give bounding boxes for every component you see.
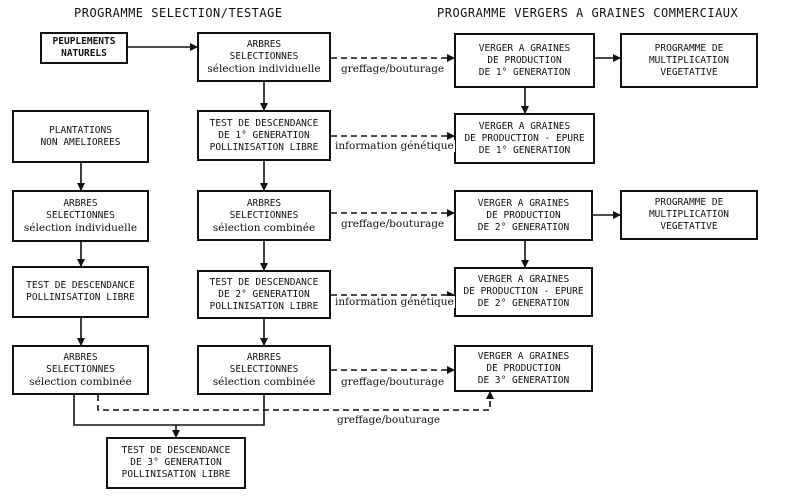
box-verger-3: VERGER A GRAINES DE PRODUCTION DE 3° GEN… bbox=[454, 345, 593, 392]
label-information-1: information génétique bbox=[334, 140, 455, 152]
box-line: NON AMELIOREES bbox=[40, 136, 121, 148]
box-line: ARBRES bbox=[63, 198, 98, 209]
label-greffage-2: greffage/bouturage bbox=[340, 218, 446, 230]
box-verger-1: VERGER A GRAINES DE PRODUCTION DE 1° GEN… bbox=[454, 33, 595, 88]
box-line: sélection combinée bbox=[212, 376, 316, 388]
box-test-descendance-3: TEST DE DESCENDANCE DE 3° GENERATION POL… bbox=[106, 437, 246, 489]
box-line: DE 2° GENERATION bbox=[477, 298, 570, 309]
box-line: VERGER A GRAINES bbox=[478, 120, 571, 132]
box-multiplication-1: PROGRAMME DE MULTIPLICATION VEGETATIVE bbox=[620, 33, 758, 88]
box-line: SELECTIONNES bbox=[229, 209, 299, 221]
box-line: ARBRES bbox=[63, 352, 98, 363]
box-line: SELECTIONNES bbox=[229, 364, 299, 375]
title-selection-testage: PROGRAMME SELECTION/TESTAGE bbox=[74, 6, 283, 20]
box-line: DE PRODUCTION bbox=[487, 54, 562, 66]
box-test-left: TEST DE DESCENDANCE POLLINISATION LIBRE bbox=[12, 266, 149, 318]
box-plantations: PLANTATIONS NON AMELIOREES bbox=[12, 110, 149, 163]
box-test-descendance-1: TEST DE DESCENDANCE DE 1° GENERATION POL… bbox=[197, 110, 331, 161]
box-line: SELECTIONNES bbox=[229, 51, 299, 62]
box-line: DE PRODUCTION - EPURE bbox=[464, 132, 585, 144]
label-greffage-4: greffage/bouturage bbox=[336, 414, 442, 426]
box-peuplements-naturels: PEUPLEMENTS NATURELS bbox=[40, 32, 128, 64]
box-line: VERGER A GRAINES bbox=[477, 274, 570, 285]
box-line: SELECTIONNES bbox=[46, 210, 115, 221]
box-line: DE 2° GENERATION bbox=[477, 221, 570, 233]
box-line: VERGER A GRAINES bbox=[477, 197, 570, 209]
box-verger-2: VERGER A GRAINES DE PRODUCTION DE 2° GEN… bbox=[454, 190, 593, 241]
box-line: MULTIPLICATION bbox=[648, 54, 730, 66]
box-line: ARBRES bbox=[246, 39, 282, 50]
box-line: DE PRODUCTION bbox=[486, 362, 561, 374]
box-line: DE 2° GENERATION bbox=[218, 288, 310, 300]
label-greffage-3: greffage/bouturage bbox=[340, 376, 446, 388]
box-line: NATURELS bbox=[61, 48, 107, 59]
box-line: TEST DE DESCENDANCE bbox=[121, 445, 231, 456]
box-line: PROGRAMME DE bbox=[654, 197, 724, 208]
box-line: TEST DE DESCENDANCE bbox=[26, 280, 135, 291]
box-line: POLLINISATION LIBRE bbox=[209, 141, 319, 153]
box-line: sélection combinée bbox=[212, 221, 316, 234]
box-line: VERGER A GRAINES bbox=[477, 350, 570, 362]
box-line: DE 1° GENERATION bbox=[478, 66, 571, 78]
box-line: SELECTIONNES bbox=[46, 364, 115, 375]
box-line: ARBRES bbox=[246, 197, 282, 209]
box-line: DE 1° GENERATION bbox=[218, 129, 310, 141]
box-verger-epure-1: VERGER A GRAINES DE PRODUCTION - EPURE D… bbox=[454, 113, 595, 164]
box-test-descendance-2: TEST DE DESCENDANCE DE 2° GENERATION POL… bbox=[197, 270, 331, 319]
box-line: DE 3° GENERATION bbox=[130, 457, 222, 468]
box-line: TEST DE DESCENDANCE bbox=[209, 276, 319, 288]
title-vergers-commerciaux: PROGRAMME VERGERS A GRAINES COMMERCIAUX bbox=[437, 6, 739, 20]
box-line: POLLINISATION LIBRE bbox=[26, 292, 135, 303]
box-line: PROGRAMME DE bbox=[654, 42, 724, 54]
box-line: DE PRODUCTION bbox=[486, 209, 561, 221]
box-arbres-selectionnes-1: ARBRES SELECTIONNES sélection individuel… bbox=[197, 32, 331, 82]
box-line: ARBRES bbox=[246, 352, 282, 363]
dashed-greffage4 bbox=[97, 391, 494, 411]
box-line: sélection individuelle bbox=[23, 222, 138, 234]
box-line: PEUPLEMENTS bbox=[52, 36, 116, 47]
box-line: POLLINISATION LIBRE bbox=[121, 469, 231, 480]
box-line: DE PRODUCTION - EPURE bbox=[463, 286, 584, 297]
box-arbres-mid-2: ARBRES SELECTIONNES sélection combinée bbox=[197, 190, 331, 241]
box-line: sélection combinée bbox=[29, 376, 132, 388]
box-line: PLANTATIONS bbox=[49, 124, 112, 136]
label-information-2: information génétique bbox=[334, 296, 455, 308]
label-greffage-1: greffage/bouturage bbox=[340, 63, 446, 75]
box-line: VEGETATIVE bbox=[660, 221, 718, 232]
box-line: TEST DE DESCENDANCE bbox=[209, 117, 319, 129]
box-arbres-mid-3: ARBRES SELECTIONNES sélection combinée bbox=[197, 345, 331, 395]
box-line: DE 1° GENERATION bbox=[478, 144, 571, 156]
box-line: DE 3° GENERATION bbox=[477, 374, 570, 386]
box-multiplication-2: PROGRAMME DE MULTIPLICATION VEGETATIVE bbox=[620, 190, 758, 240]
box-arbres-left-3: ARBRES SELECTIONNES sélection combinée bbox=[12, 345, 149, 395]
box-line: POLLINISATION LIBRE bbox=[209, 300, 319, 312]
box-line: VEGETATIVE bbox=[660, 66, 718, 78]
box-line: VERGER A GRAINES bbox=[478, 42, 571, 54]
box-arbres-left-2: ARBRES SELECTIONNES sélection individuel… bbox=[12, 190, 149, 242]
box-line: sélection individuelle bbox=[207, 63, 321, 75]
box-verger-epure-2: VERGER A GRAINES DE PRODUCTION - EPURE D… bbox=[454, 267, 593, 317]
box-line: MULTIPLICATION bbox=[648, 209, 730, 220]
